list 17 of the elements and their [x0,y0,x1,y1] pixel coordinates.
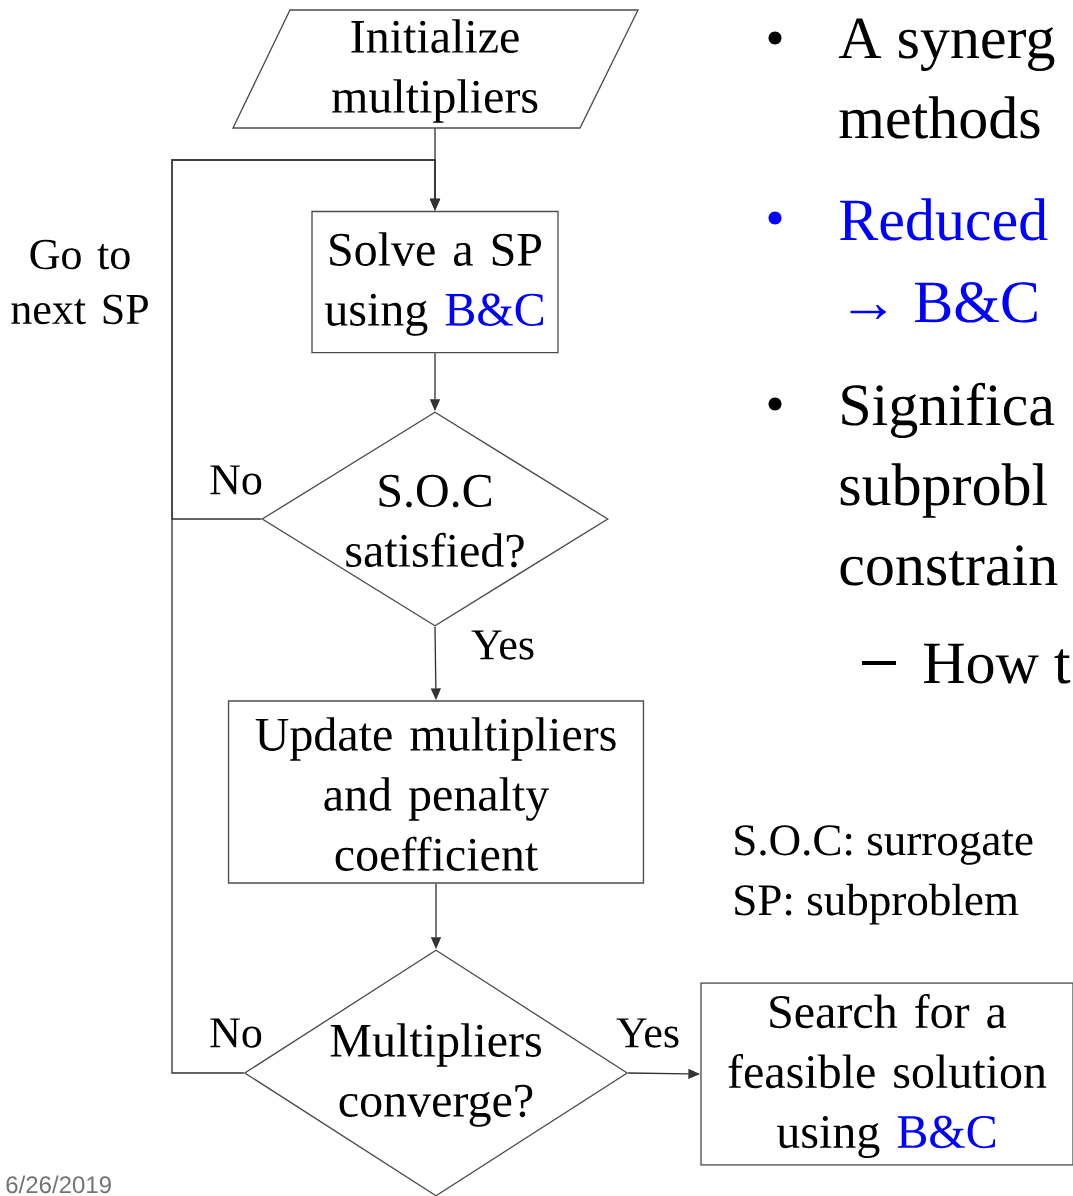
abbreviation-note: S.O.C: surrogate [735,825,1033,865]
bullet-text: constrain [840,545,1058,586]
bullet-text: Significa [842,382,1055,438]
bullet-text: → B&C [850,282,1037,323]
date-text: 6/26/2019 [6,1175,111,1194]
bullet-text: How t [924,643,1071,684]
arrow [171,159,441,1074]
side-note: Go to next SP [11,239,148,325]
bullet-text: A synerg [838,18,1055,71]
abbreviation-note: SP: subproblem [735,883,1019,925]
bullet-text: Reduced [840,198,1048,241]
edge-label: Yes [469,629,537,661]
process-box: Update multipliers and penalty coefficient [227,700,645,884]
bullet-text: methods [839,96,1040,139]
process-box: Search for a feasible solution using B&C [700,982,1073,1166]
bullet-text: subprobl [840,463,1048,518]
process-box: Solve a SP using B&C [311,210,559,354]
